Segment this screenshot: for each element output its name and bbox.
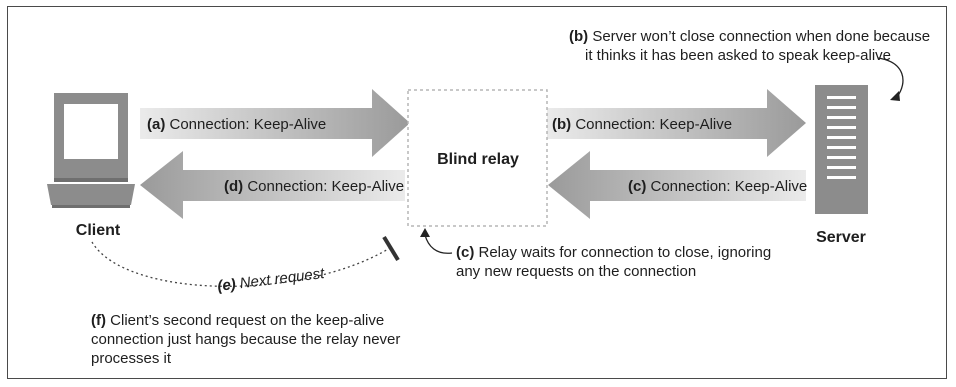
note-b-line1: Server won’t close connection when done … <box>588 28 930 45</box>
note-e-tag: (e) <box>216 276 236 295</box>
blind-relay-node: Blind relay <box>407 89 548 227</box>
relay-label: Blind relay <box>437 151 519 168</box>
note-c-line2: any new requests on the connection <box>456 263 696 280</box>
next-request-path: (e) Next request <box>91 235 400 295</box>
arrow-b-tag: (b) <box>552 116 571 133</box>
note-f-line3: processes it <box>91 350 172 367</box>
note-e-text: Next request <box>235 265 326 293</box>
block-bar <box>382 235 400 262</box>
arrow-a-text: Connection: Keep-Alive <box>165 116 326 133</box>
svg-text:(c) Connection: Keep-Alive: (c) Connection: Keep-Alive <box>628 178 807 195</box>
diagram-frame <box>7 6 947 379</box>
client-label: Client <box>76 222 121 239</box>
arrow-c: (c) Connection: Keep-Alive <box>548 151 807 219</box>
svg-text:(d) Connection: Keep-Alive: (d) Connection: Keep-Alive <box>224 178 404 195</box>
note-f-line2: connection just hangs because the relay … <box>91 331 400 348</box>
server-icon <box>815 85 868 214</box>
note-f: (f) Client’s second request on the keep-… <box>91 312 400 367</box>
svg-text:(e) Next request: (e) Next request <box>216 265 326 295</box>
arrow-d-text: Connection: Keep-Alive <box>243 178 404 195</box>
note-c-tag: (c) <box>456 244 474 261</box>
svg-text:(b) Server won’t close connect: (b) Server won’t close connection when d… <box>569 28 930 45</box>
computer-icon <box>47 93 135 208</box>
svg-text:(b) Connection: Keep-Alive: (b) Connection: Keep-Alive <box>552 116 732 133</box>
note-c-line1: Relay waits for connection to close, ign… <box>474 244 771 261</box>
arrow-a: (a) Connection: Keep-Alive <box>140 89 410 157</box>
arrow-b: (b) Connection: Keep-Alive <box>546 89 806 157</box>
note-f-line1: Client’s second request on the keep-aliv… <box>106 312 384 329</box>
note-b-line2: it thinks it has been asked to speak kee… <box>585 47 891 64</box>
note-f-tag: (f) <box>91 312 106 329</box>
arrow-c-tag: (c) <box>628 178 646 195</box>
svg-text:(c) Relay waits for connection: (c) Relay waits for connection to close,… <box>456 244 771 261</box>
svg-text:(a) Connection: Keep-Alive: (a) Connection: Keep-Alive <box>147 116 326 133</box>
svg-text:(f) Client’s second request on: (f) Client’s second request on the keep-… <box>91 312 384 329</box>
server-label: Server <box>816 229 866 246</box>
note-b: (b) Server won’t close connection when d… <box>569 28 930 101</box>
arrow-b-text: Connection: Keep-Alive <box>571 116 732 133</box>
arrow-d-tag: (d) <box>224 178 243 195</box>
arrow-d: (d) Connection: Keep-Alive <box>140 151 405 219</box>
note-c: (c) Relay waits for connection to close,… <box>420 228 771 280</box>
arrow-c-text: Connection: Keep-Alive <box>646 178 807 195</box>
note-b-tag: (b) <box>569 28 588 45</box>
arrow-a-tag: (a) <box>147 116 165 133</box>
